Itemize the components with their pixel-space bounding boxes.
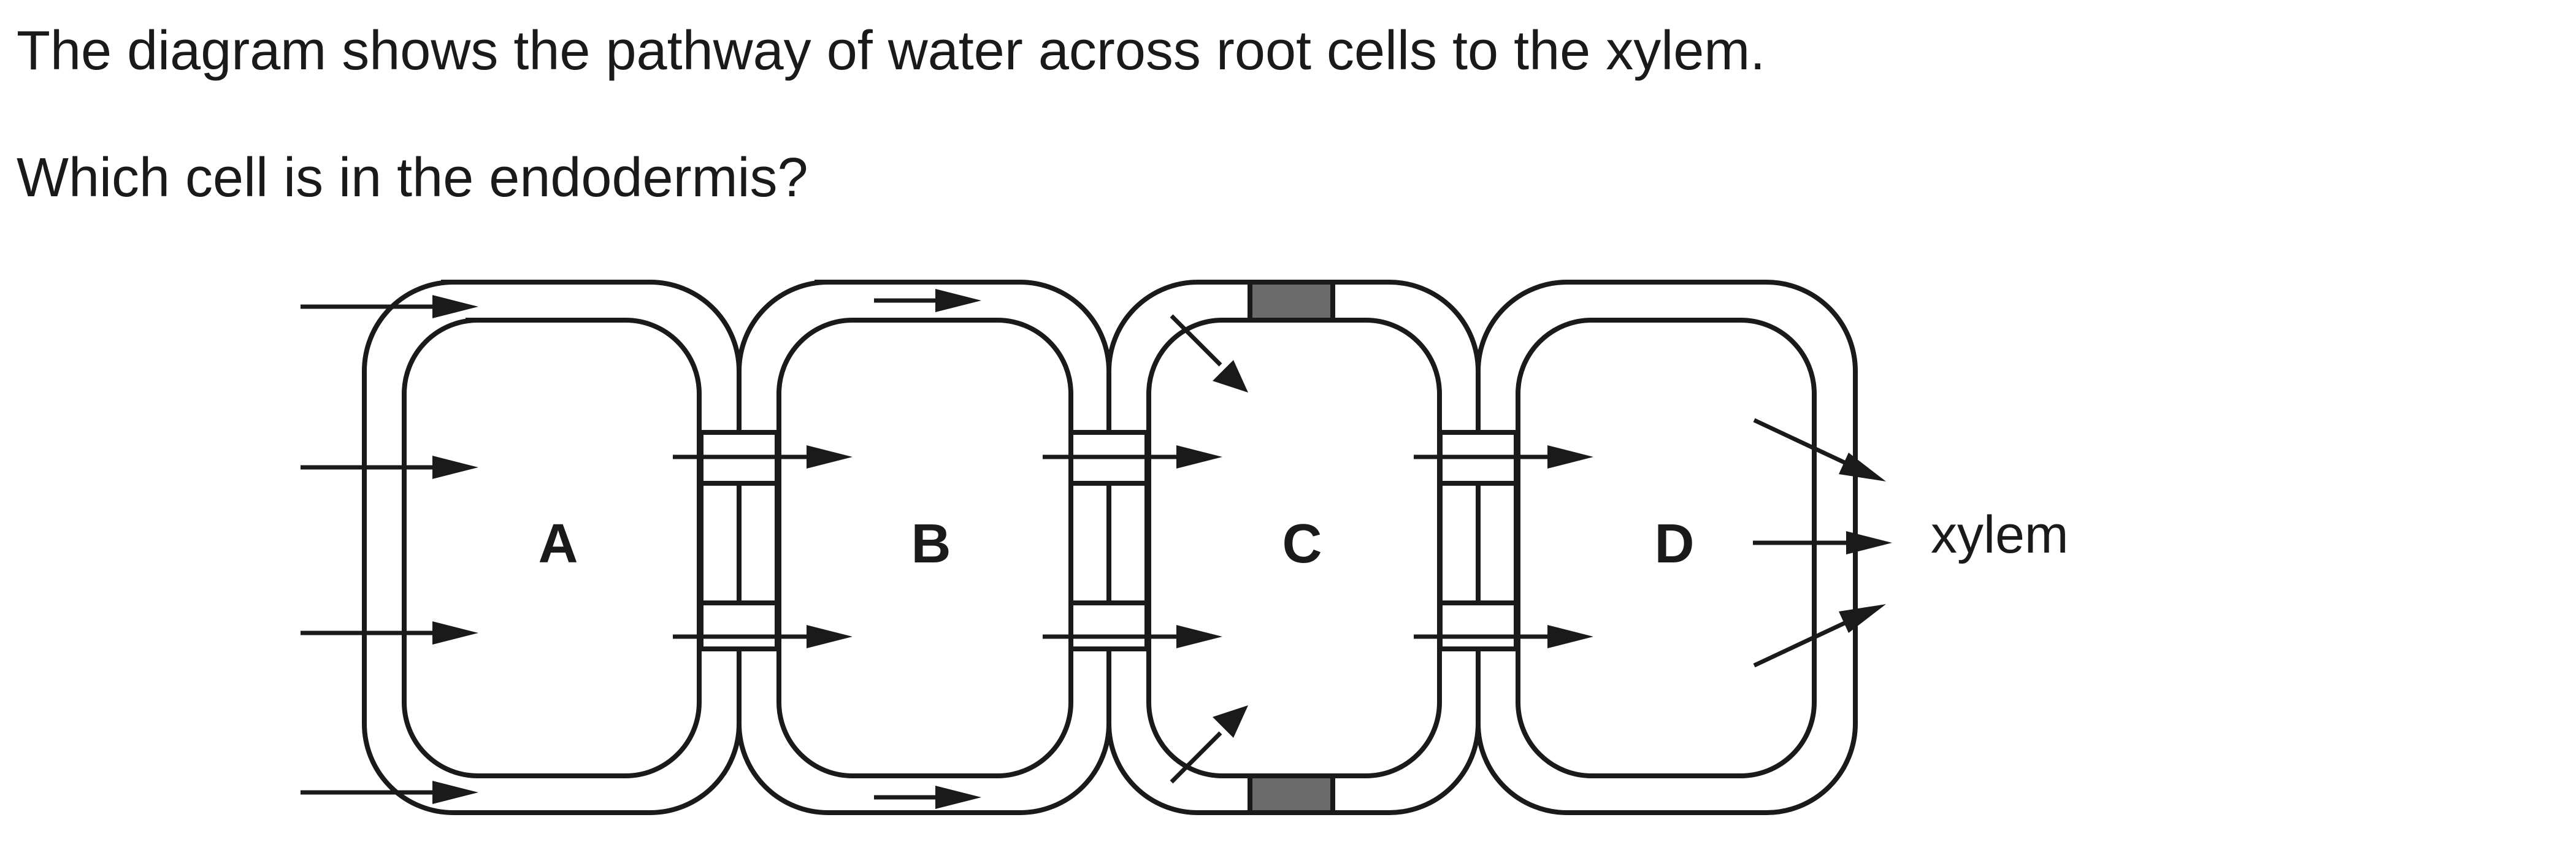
question-prompt: Which cell is in the endodermis?	[17, 147, 808, 209]
arrow-d-lower-head	[1839, 604, 1886, 633]
arrow-a-b-upper-head	[807, 445, 853, 469]
cell-d-outer-wall	[1476, 280, 1858, 815]
cell-b-inner-wall	[776, 318, 1073, 778]
cell-c	[1106, 280, 1481, 815]
arrow-b-c-upper-head	[1176, 445, 1222, 469]
cell-d-label: D	[1655, 513, 1695, 575]
cell-a-label: A	[539, 513, 578, 575]
arrow-c-divert-bottom	[1170, 731, 1222, 784]
arrow-d-upper-head	[1839, 453, 1886, 481]
cell-d	[1476, 280, 1858, 815]
arrow-a-b-lower-head	[807, 625, 853, 648]
cell-a	[362, 280, 742, 815]
xylem-label: xylem	[1931, 505, 2069, 564]
arrow-c-divert-top	[1170, 314, 1222, 367]
water-arrows	[301, 289, 1892, 809]
arrow-b-c-lower-head	[1176, 625, 1222, 648]
arrow-entry-1-head	[432, 295, 478, 318]
cell-b	[737, 280, 1111, 815]
cell-a-outer-wall	[362, 280, 742, 815]
arrow-c-divert-bottom-head	[1213, 705, 1248, 738]
arrow-d-upper	[1753, 418, 1853, 469]
arrow-entry-2-head	[432, 456, 478, 479]
cell-c-inner-wall	[1146, 318, 1442, 778]
question-stem: The diagram shows the pathway of water a…	[17, 20, 1766, 82]
arrow-entry-3-head	[432, 621, 478, 645]
arrow-wall-b-top-head	[935, 289, 981, 312]
cell-a-inner-wall	[402, 318, 702, 778]
arrow-c-divert-top-head	[1213, 360, 1248, 393]
arrow-d-lower	[1753, 617, 1853, 668]
cell-b-outer-wall	[737, 280, 1111, 815]
arrow-wall-b-bottom-head	[935, 786, 981, 809]
casparian-strip-top	[1248, 280, 1335, 323]
cell-d-inner-wall	[1516, 318, 1817, 778]
cell-b-label: B	[911, 513, 951, 575]
arrow-c-d-lower-head	[1547, 625, 1593, 648]
arrow-c-d-upper-head	[1547, 445, 1593, 469]
cell-c-label: C	[1282, 513, 1322, 575]
arrow-d-middle-head	[1846, 531, 1892, 554]
arrow-entry-4-head	[432, 781, 478, 804]
casparian-strip-bottom	[1248, 773, 1335, 815]
